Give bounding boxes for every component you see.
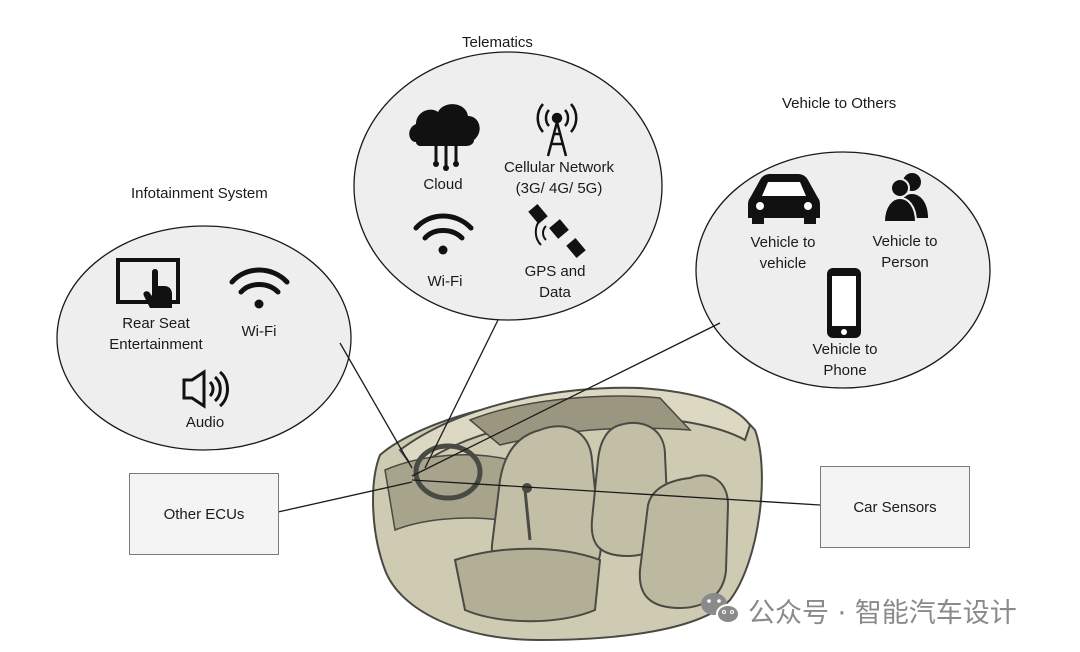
people-icon xyxy=(882,173,928,223)
speaker-icon xyxy=(182,369,229,409)
wechat-icon xyxy=(701,593,740,624)
watermark: 公众号 · 智能汽车设计 xyxy=(700,590,1017,630)
v2x-title: Vehicle to Others xyxy=(782,95,897,112)
vehicle-to-phone-label: Vehicle to Phone xyxy=(812,341,878,379)
telematics-wifi-label: Wi-Fi xyxy=(427,273,463,290)
infotainment-wifi-label: Wi-Fi xyxy=(241,323,277,340)
smartphone-icon xyxy=(827,268,861,338)
car-interior-illustration xyxy=(372,386,763,642)
cloud-label: Cloud xyxy=(423,176,463,193)
vehicle-to-vehicle-label: Vehicle to vehicle xyxy=(750,234,816,272)
antenna-tower-icon xyxy=(536,103,578,157)
satellite-icon xyxy=(528,204,586,258)
gps-data-label: GPS and Data xyxy=(524,263,586,301)
wifi-icon xyxy=(413,213,474,255)
wifi-icon xyxy=(229,267,290,309)
touchscreen-icon xyxy=(116,258,180,308)
infotainment-circle xyxy=(56,225,352,451)
watermark-text: 公众号 · 智能汽车设计 xyxy=(748,597,1017,629)
audio-label: Audio xyxy=(185,414,225,431)
rear-seat-entertainment-label: Rear Seat Entertainment xyxy=(109,315,203,353)
telematics-title: Telematics xyxy=(462,34,533,51)
cloud-icon xyxy=(409,104,480,171)
infotainment-title: Infotainment System xyxy=(131,185,268,202)
car-icon xyxy=(748,174,820,224)
car-sensors-box: Car Sensors xyxy=(820,466,970,548)
connector-lines xyxy=(277,319,821,513)
vehicle-to-person-label: Vehicle to Person xyxy=(872,233,938,271)
other-ecus-box: Other ECUs xyxy=(129,473,279,555)
cellular-network-label: Cellular Network (3G/ 4G/ 5G) xyxy=(503,159,615,197)
